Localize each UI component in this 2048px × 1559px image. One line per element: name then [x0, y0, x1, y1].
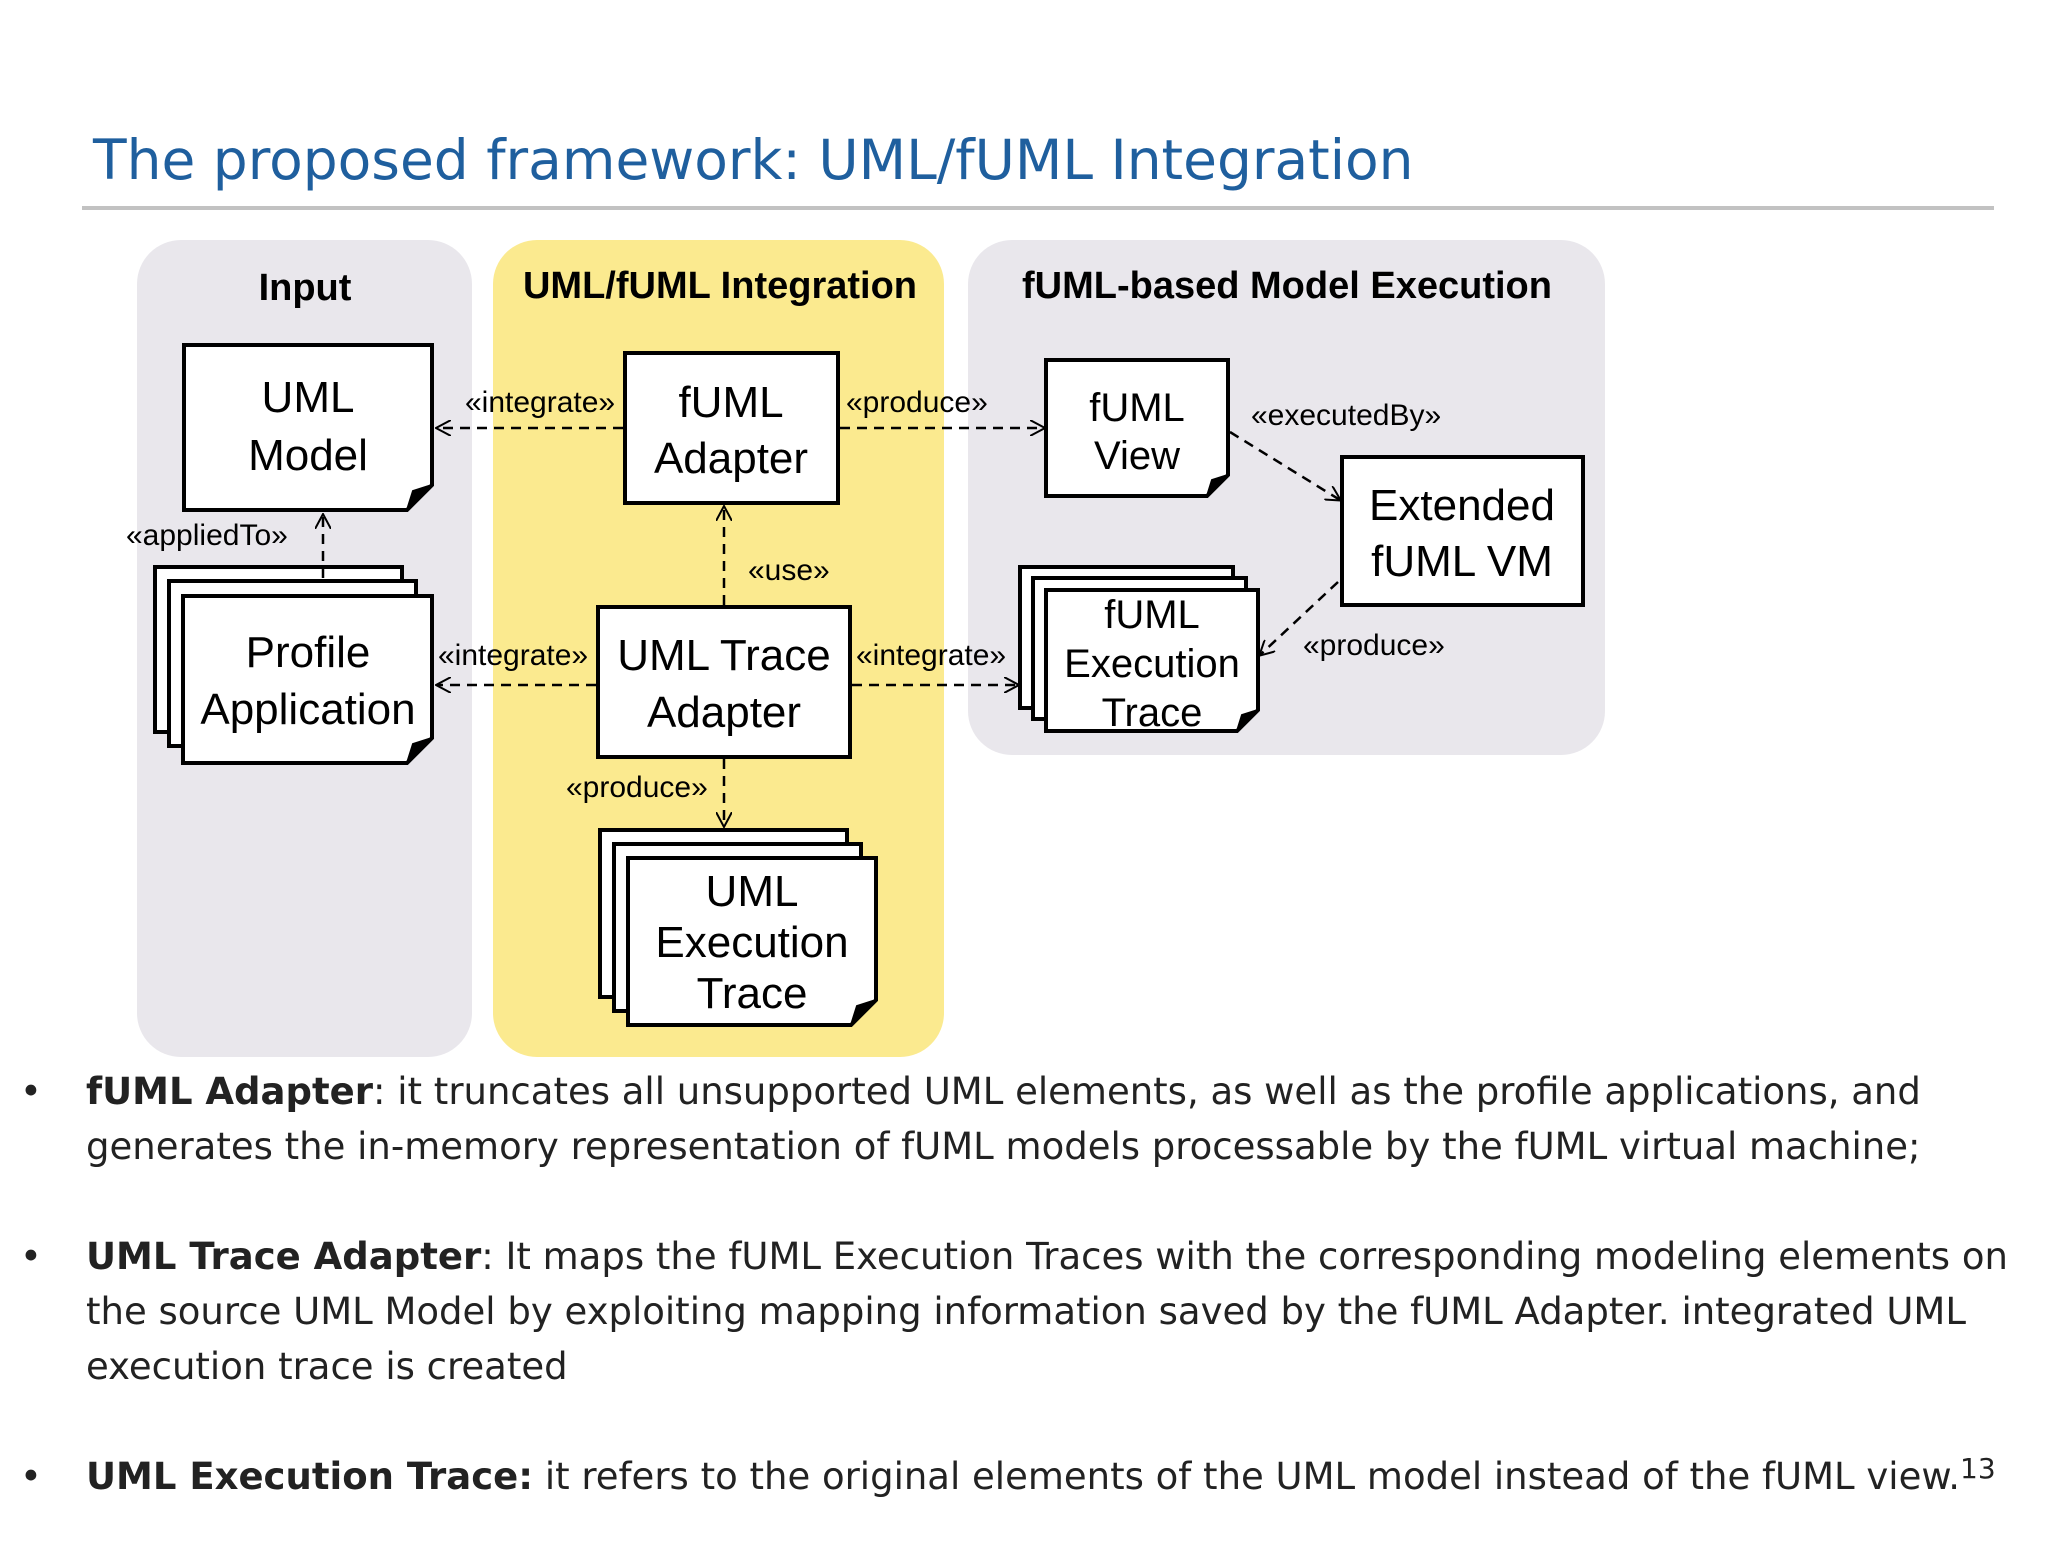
node-fuml-adapter: fUML Adapter — [623, 351, 840, 505]
node-fuml-view-line1: fUML — [1089, 386, 1185, 430]
node-uml-trace-adapter: UML Trace Adapter — [596, 605, 852, 759]
label-use: «use» — [748, 554, 830, 587]
node-fuml-view: fUML View — [1044, 358, 1230, 498]
node-uml-execution-trace-line3: Trace — [697, 969, 808, 1018]
node-extended-fuml-vm-line1: Extended — [1369, 481, 1555, 530]
bullet-text: : it truncates all unsupported UML eleme… — [86, 1070, 1921, 1168]
bullet-list: • fUML Adapter: it truncates all unsuppo… — [20, 1064, 2010, 1559]
label-integrate-profile: «integrate» — [438, 639, 588, 672]
node-profile-application-line2: Application — [200, 685, 415, 734]
node-fuml-execution-trace-line1: fUML — [1104, 593, 1200, 637]
node-uml-execution-trace: UML Execution Trace — [598, 828, 878, 1027]
bullet-uml-execution-trace: • UML Execution Trace: it refers to the … — [20, 1449, 2010, 1504]
node-profile-application-line1: Profile — [246, 628, 371, 677]
node-uml-trace-adapter-line2: Adapter — [647, 688, 801, 737]
bullet-fuml-adapter: • fUML Adapter: it truncates all unsuppo… — [20, 1064, 2010, 1174]
bullet-text: it refers to the original elements of th… — [533, 1455, 1960, 1498]
node-uml-model: UML Model — [182, 343, 434, 512]
page-number: 13 — [1960, 1452, 1996, 1485]
node-uml-model-line1: UML — [262, 373, 355, 422]
panel-execution-title: fUML-based Model Execution — [1022, 265, 1552, 307]
bullet-dot: • — [20, 1455, 42, 1498]
bullet-term: fUML Adapter — [86, 1070, 374, 1113]
label-integrate-model: «integrate» — [465, 386, 615, 419]
slide-title: The proposed framework: UML/fUML Integra… — [93, 128, 1414, 192]
node-fuml-execution-trace-line3: Trace — [1102, 691, 1203, 735]
edge-executed-by — [1229, 430, 1340, 500]
node-profile-application: Profile Application — [153, 565, 434, 765]
bullet-term: UML Trace Adapter — [86, 1235, 482, 1278]
node-uml-execution-trace-line1: UML — [706, 867, 799, 916]
node-fuml-adapter-line1: fUML — [678, 378, 783, 427]
node-uml-trace-adapter-line1: UML Trace — [617, 631, 831, 680]
framework-diagram: Input UML/fUML Integration fUML-based Mo… — [126, 240, 1605, 1057]
label-produce-fuml-trace: «produce» — [1303, 629, 1445, 662]
bullet-term: UML Execution Trace: — [86, 1455, 534, 1498]
label-executed-by: «executedBy» — [1251, 399, 1441, 432]
edge-produce-fuml-trace — [1260, 581, 1339, 655]
node-uml-model-line2: Model — [248, 431, 368, 480]
panel-input-title: Input — [259, 267, 352, 309]
bullet-dot: • — [20, 1070, 42, 1113]
title-divider — [82, 206, 1994, 210]
bullet-dot: • — [20, 1235, 42, 1278]
label-produce-uml-trace: «produce» — [566, 771, 708, 804]
label-produce-view: «produce» — [846, 386, 988, 419]
node-fuml-view-line2: View — [1094, 434, 1180, 478]
node-fuml-adapter-line2: Adapter — [654, 434, 808, 483]
node-extended-fuml-vm: Extended fUML VM — [1340, 455, 1585, 607]
bullet-uml-trace-adapter: • UML Trace Adapter: It maps the fUML Ex… — [20, 1229, 2010, 1394]
label-applied-to: «appliedTo» — [126, 519, 288, 552]
node-fuml-execution-trace-line2: Execution — [1064, 642, 1240, 686]
panel-integration-title: UML/fUML Integration — [523, 265, 917, 307]
node-extended-fuml-vm-line2: fUML VM — [1371, 537, 1553, 586]
node-fuml-execution-trace: fUML Execution Trace — [1018, 565, 1260, 735]
bullet-text: : It maps the fUML Execution Traces with… — [86, 1235, 2008, 1388]
label-integrate-fuml-trace: «integrate» — [856, 639, 1006, 672]
node-uml-execution-trace-line2: Execution — [655, 918, 848, 967]
